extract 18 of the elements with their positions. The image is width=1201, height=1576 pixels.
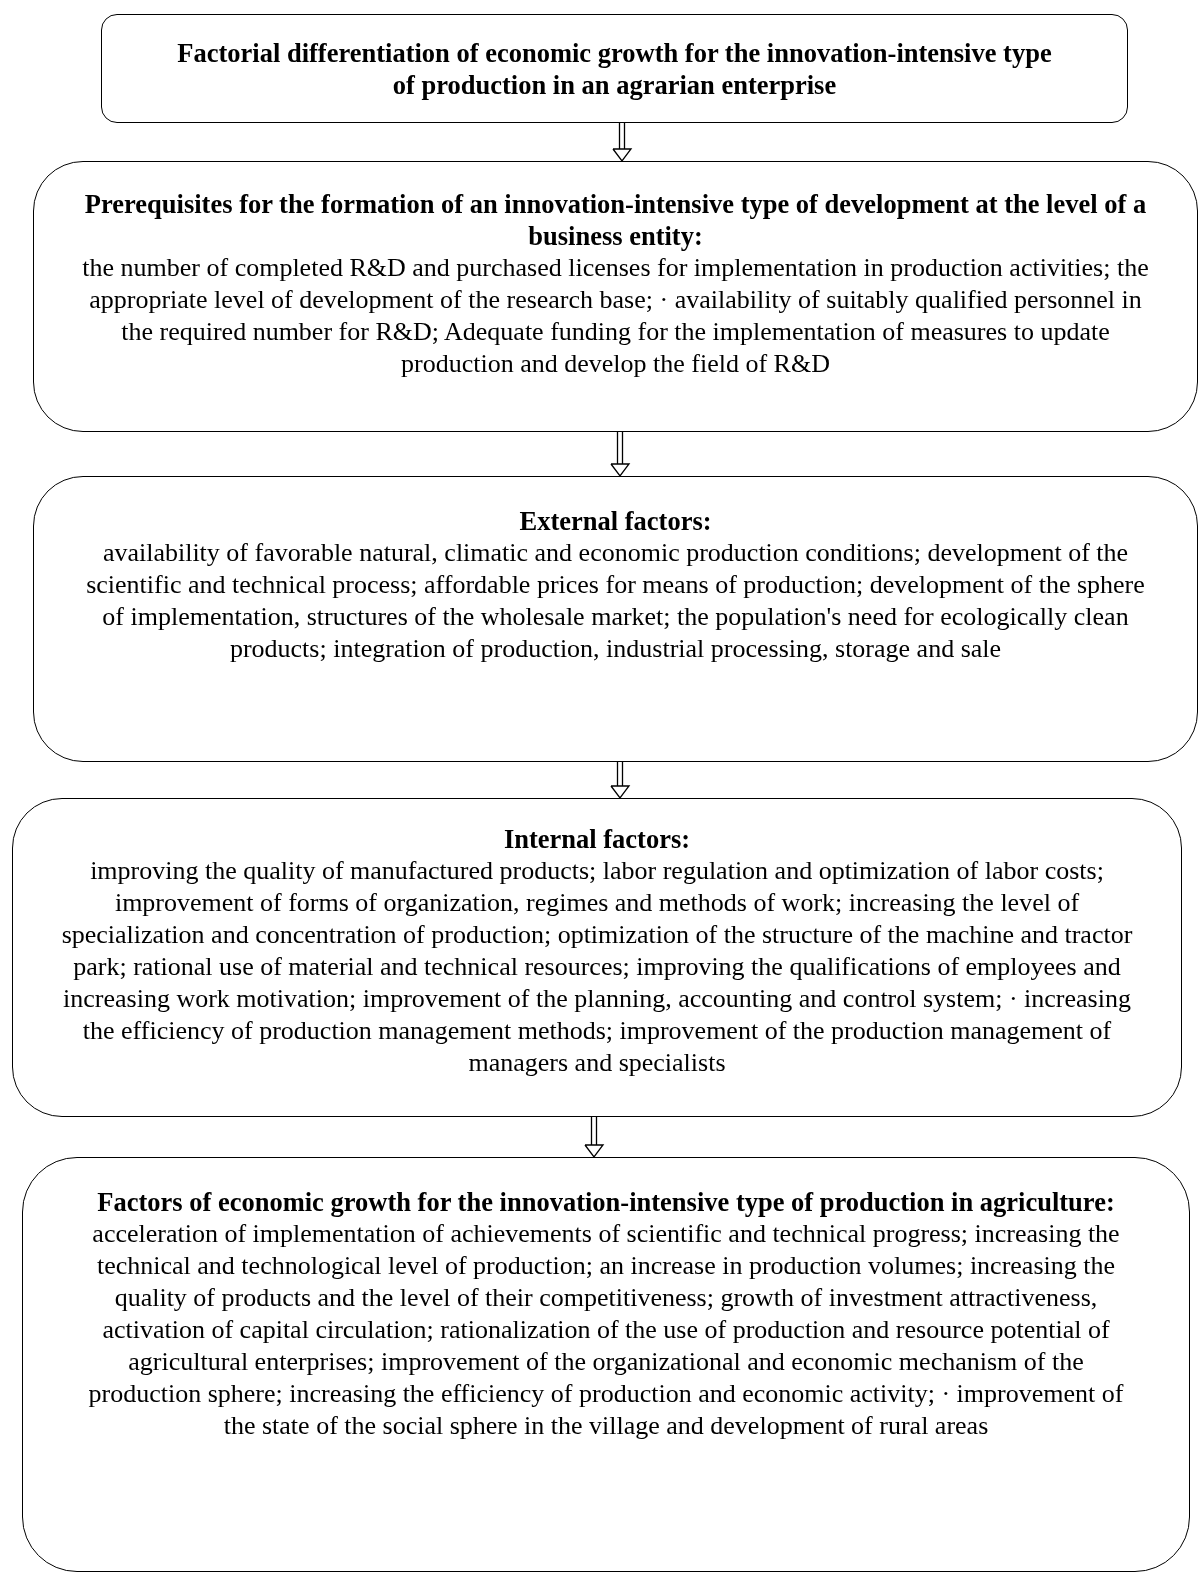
rounded-box	[33, 161, 1198, 432]
arrow	[610, 761, 630, 800]
rounded-box	[101, 14, 1128, 123]
rounded-box	[12, 798, 1182, 1117]
arrow	[612, 122, 632, 163]
box-text: acceleration of implementation of achievements of scientific and technical progress; increasing the technical and technological level of production; an increase in production volumes; increasing the quality of products and the level of their competitiveness; growth of investment attractiveness, activation of capital circulation; rationalization of the use of production and resource potential of agricultural enterprises; improvement of the organizational and economic mechanism of the production sphere; increasing the efficiency of production and economic activity; · improvement of the state of the social sphere in the village and development of rural areas	[87, 1218, 1125, 1442]
box-text: availability of favorable natural, climatic and economic production conditions; development of the scientific and technical process; affordable prices for means of production; development of the sphere of implementation, structures of the wholesale market; the population's need for ecologically clean products; integration of production, industrial processing, storage and sale	[85, 537, 1146, 665]
arrow	[610, 431, 630, 478]
box-heading: External factors:	[519, 505, 712, 537]
box-heading: Factors of economic growth for the innovation-intensive type of production in agriculture:	[97, 1186, 1115, 1218]
arrow	[584, 1116, 604, 1159]
box-text: improving the quality of manufactured products; labor regulation and optimization of labor costs; improvement of forms of organization, regimes and methods of work; increasing the level of specialization and concentration of production; optimization of the structure of the machine and tractor park; rational use of material and technical resources; improving the qualifications of employees and increasing work motivation; improvement of the planning, accounting and control system; · increasing the efficiency of production management methods; improvement of the production management of managers and specialists	[60, 855, 1134, 1079]
box-text: the number of completed R&D and purchased licenses for implementation in production activities; the appropriate level of development of the research base; · availability of suitably qualified personnel in the required number for R&D; Adequate funding for the implementation of measures to update production and develop the field of R&D	[81, 252, 1150, 380]
box-heading: Prerequisites for the formation of an innovation-intensive type of development at the level of a business entity:	[83, 188, 1148, 252]
box-heading: Factorial differentiation of economic growth for the innovation-intensive type of production in an agrarian enterprise	[176, 37, 1053, 101]
rounded-box	[33, 476, 1198, 762]
box-heading: Internal factors:	[503, 823, 691, 855]
rounded-box	[22, 1157, 1190, 1572]
